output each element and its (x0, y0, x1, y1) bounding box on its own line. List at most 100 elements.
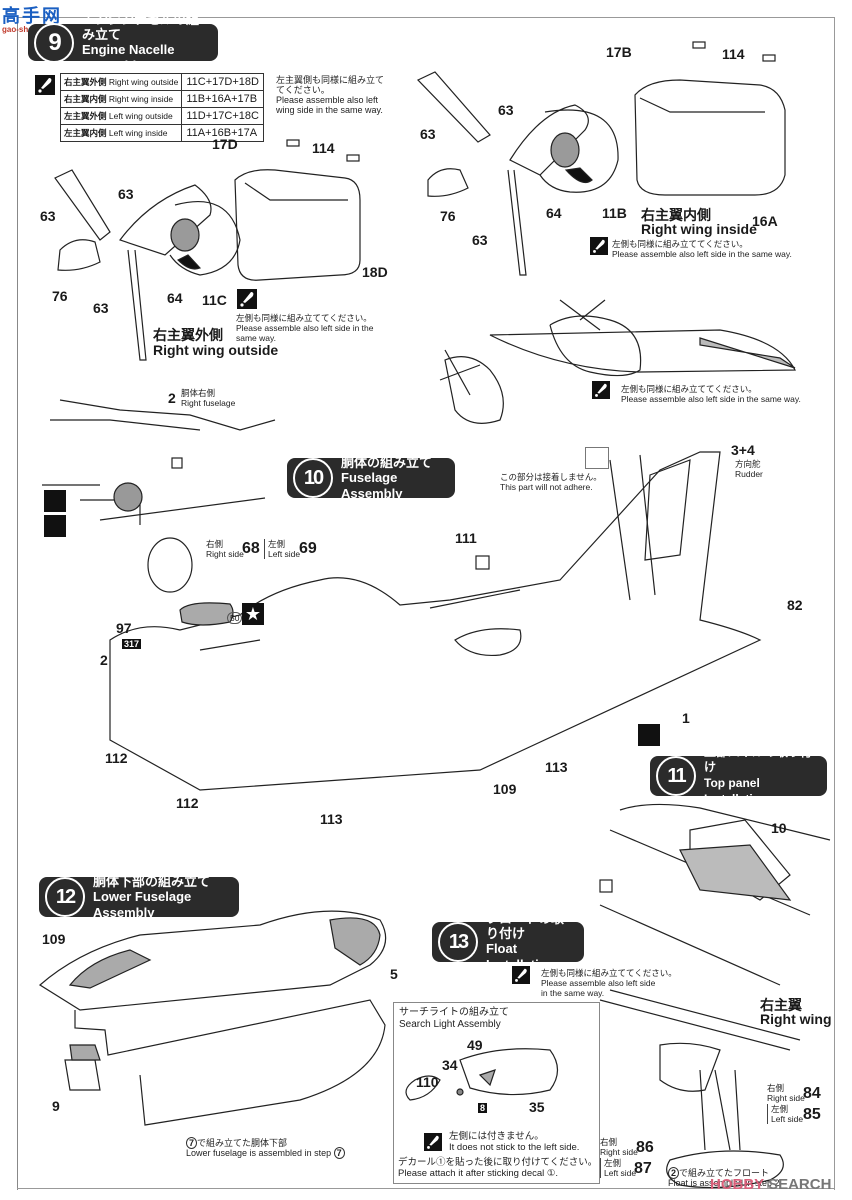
step-number: 9 (34, 22, 74, 63)
note-jp: 左側も同様に組み立ててください。 (541, 968, 677, 978)
searchlight-box: サーチライトの組み立て Search Light Assembly 49 34 … (393, 1002, 600, 1184)
label-en: Right side (600, 1147, 638, 1157)
label-jp: 右側 (206, 539, 224, 549)
step-title-en: Top panel Installation (704, 776, 768, 806)
part-label: 87 (634, 1160, 652, 1177)
note-icon (237, 289, 257, 309)
row-jp: 左主翼外側 (64, 111, 107, 121)
note-icon (590, 237, 608, 255)
part-label: 50 (227, 612, 243, 624)
label-jp: 左側 (268, 539, 286, 549)
part-label: 3+4 (731, 442, 755, 458)
note-jp: 左側も同様に組み立ててください。 (236, 313, 372, 323)
label-en: Rudder (735, 469, 763, 479)
caption-en: Right wing outside (153, 342, 279, 358)
decal-note: デカール①を貼った後に取り付けてください。 Please attach it a… (398, 1157, 597, 1179)
strut-right-label: 右側 Right side (767, 1083, 805, 1103)
title-en: Search Light Assembly (399, 1019, 501, 1030)
side-left-label: 左側 Left side (264, 539, 300, 559)
title-jp: サーチライトの組み立て (399, 1007, 509, 1018)
part-label: 68 (242, 540, 260, 557)
step-13-header: 13 フロートの取り付け Float Installation (432, 911, 584, 972)
table-note-jp: 左主翼側も同様に組み立ててください。 (276, 75, 385, 95)
step-title-en: Engine Nacelle Assembly (82, 41, 175, 73)
note-jp: この部分は接着しません。 (500, 472, 602, 482)
label-en: Left side (268, 549, 301, 559)
row-en: Left wing inside (108, 128, 168, 138)
part-label: 63 (498, 102, 514, 118)
part-label: 63 (420, 126, 436, 142)
step-11-header: 11 上部パネルの取り付け Top panel Installation (650, 745, 827, 806)
part-label: 111 (455, 530, 477, 546)
label-jp: 右側 (600, 1137, 618, 1147)
step-number: 11 (656, 756, 696, 796)
step-title-jp: 胴体下部の組み立て (93, 873, 211, 889)
no-glue-note: この部分は接着しません。 This part will not adhere. (500, 472, 602, 492)
row-jp: 左主翼内側 (64, 128, 107, 138)
note-en: Please attach it after sticking decal ①. (398, 1168, 559, 1179)
row-en: Right wing outside (108, 77, 179, 87)
part-label: 110 (416, 1074, 439, 1090)
label-en: Right side (767, 1093, 805, 1103)
part-label: 64 (167, 290, 183, 306)
step-title-en: Float Installation (486, 941, 555, 972)
part-label: 17D (212, 136, 238, 152)
row-parts: 11A+16B+17A (181, 124, 264, 142)
note-en: in the same way. (541, 988, 605, 998)
part-label: 114 (312, 140, 335, 156)
step-title-jp: エンジンナセルの組み立て (82, 11, 200, 42)
no-glue-icon (585, 447, 609, 469)
wing-drawing (439, 299, 796, 424)
part-label: 49 (467, 1037, 483, 1053)
caption-jp: で組み立てた胴体下部 (197, 1138, 288, 1148)
part-label: 10 (771, 820, 787, 836)
strut2-left-label: 左側 Left side (600, 1158, 636, 1178)
part-label: 2 (168, 390, 176, 406)
note-jp: 左側も同様に組み立ててください。 (612, 239, 748, 249)
step-title-en: Lower Fuselage Assembly (93, 888, 192, 920)
nacelle-outside-drawing (54, 139, 361, 361)
part-label: 5 (390, 966, 398, 982)
table-row: 左主翼内側 Left wing inside 11A+16B+17A (59, 124, 264, 142)
part-label: 2 (100, 652, 108, 668)
watermark-brand: HOBBY (710, 1176, 764, 1193)
row-jp: 右主翼外側 (64, 77, 107, 87)
bottom-rule (17, 1188, 835, 1189)
step-ref: 7 (186, 1137, 198, 1149)
assembly-note: 左側も同様に組み立ててください。 Please assemble also le… (612, 239, 792, 259)
decal-number: 8 (478, 1103, 488, 1113)
top-panel-drawing (599, 803, 831, 986)
part-label: 86 (636, 1139, 654, 1156)
label-jp: 胴体右側 (181, 388, 216, 398)
label-en: Right fuselage (181, 398, 236, 408)
note-en: Please assemble also left side in the sa… (612, 249, 792, 259)
step-ref: 7 (333, 1147, 345, 1159)
part-label: 16A (752, 213, 778, 229)
label-en: Left side (604, 1168, 637, 1178)
part-label: 114 (722, 46, 745, 62)
part-label: 69 (299, 540, 317, 557)
label-jp: 右側 (767, 1083, 785, 1093)
part-label: 1 (682, 710, 690, 726)
label-jp: 方向舵 (735, 459, 761, 469)
searchlight-title: サーチライトの組み立て Search Light Assembly (399, 1007, 509, 1031)
part-label: 18D (362, 264, 388, 280)
sand-icon (44, 515, 66, 537)
part-label: 113 (320, 811, 343, 827)
rudder-label: 方向舵 Rudder (735, 459, 763, 479)
part-label: 35 (529, 1099, 545, 1115)
step-number: 13 (438, 922, 478, 962)
step-ref: 2 (668, 1167, 680, 1179)
fuselage-main-drawing (109, 451, 762, 791)
table-note: 左主翼側も同様に組み立ててください。 Please assemble also … (276, 75, 386, 115)
step-9-header: 9 エンジンナセルの組み立て Engine Nacelle Assembly (28, 12, 218, 73)
part-label: 63 (472, 232, 488, 248)
part-label: 85 (803, 1106, 821, 1123)
step-title-en: Fuselage Assembly (341, 469, 403, 501)
star-decal-icon: ★ (242, 603, 264, 625)
note-jp: 左側には付きません。 (449, 1131, 544, 1142)
